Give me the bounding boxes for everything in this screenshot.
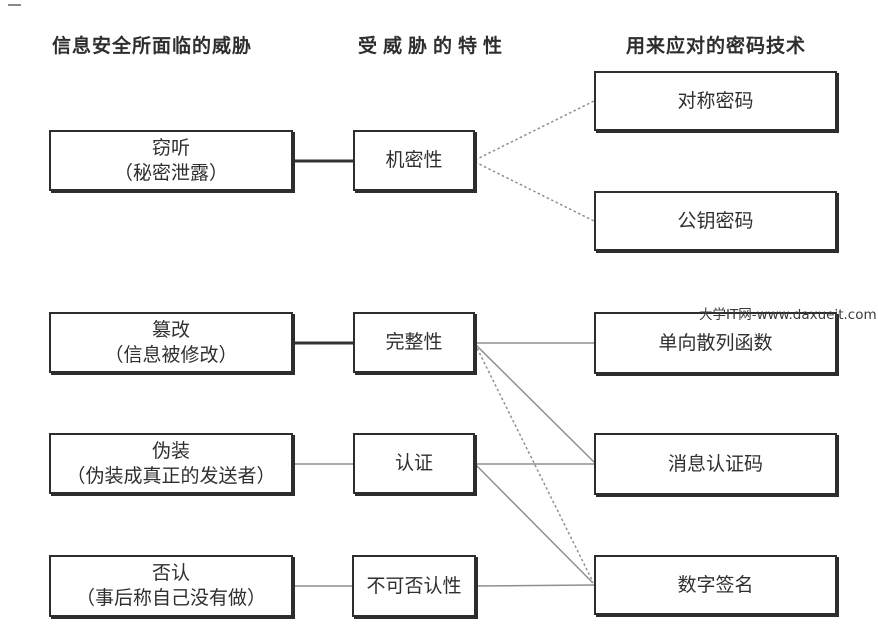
technique-label: 公钥密码 (677, 209, 754, 232)
threat-title: 伪装 (151, 439, 190, 462)
technique-box-digital-signature: 数字签名 (594, 555, 837, 615)
threat-box-repudiation: 否认 （事后称自己没有做） (49, 555, 293, 617)
threat-box-tampering: 篡改 （信息被修改） (49, 312, 293, 373)
threat-subtitle: （秘密泄露） (113, 161, 228, 184)
watermark: 大学IT网-www.daxueit.com (699, 307, 877, 323)
technique-box-message-auth-code: 消息认证码 (594, 433, 837, 495)
property-box-confidentiality: 机密性 (353, 130, 475, 191)
column-header-techniques: 用来应对的密码技术 (626, 35, 807, 57)
threat-title: 篡改 (151, 318, 190, 341)
technique-label: 数字签名 (677, 573, 754, 596)
connector-confidentiality-publickey (474, 161, 595, 222)
property-label: 完整性 (385, 331, 443, 353)
connector-integrity-mac (474, 343, 595, 463)
connector-confidentiality-symmetric (474, 100, 595, 161)
technique-box-public-key-cipher: 公钥密码 (594, 191, 837, 251)
connector-authentication-signature (475, 464, 594, 584)
technique-label: 对称密码 (677, 89, 754, 112)
connector-nonrepudiation-signature (475, 584, 595, 587)
property-box-nonrepudiation: 不可否认性 (352, 555, 476, 617)
connector-integrity-signature (474, 343, 594, 583)
technique-box-symmetric-cipher: 对称密码 (594, 71, 837, 131)
column-header-properties: 受威胁的特性 (358, 35, 509, 57)
threat-subtitle: （伪装成真正的发送者） (66, 464, 276, 487)
column-header-threats: 信息安全所面临的威胁 (52, 35, 253, 57)
threat-subtitle: （事后称自己没有做） (75, 587, 266, 609)
technique-label: 消息认证码 (667, 452, 763, 475)
technique-box-one-way-hash: 单向散列函数 (594, 312, 837, 374)
threat-box-eavesdropping: 窃听 （秘密泄露） (49, 130, 293, 191)
threat-title: 否认 (151, 562, 190, 584)
property-label: 机密性 (385, 149, 443, 171)
threat-box-spoofing: 伪装 （伪装成真正的发送者） (49, 433, 293, 494)
property-box-authentication: 认证 (353, 433, 475, 494)
threat-subtitle: （信息被修改） (104, 343, 238, 366)
property-label: 不可否认性 (366, 574, 462, 597)
threat-title: 窃听 (151, 136, 190, 159)
technique-label: 单向散列函数 (658, 331, 773, 354)
property-box-integrity: 完整性 (353, 312, 475, 373)
property-label: 认证 (394, 452, 433, 474)
corner-dash-artifact (8, 4, 21, 6)
